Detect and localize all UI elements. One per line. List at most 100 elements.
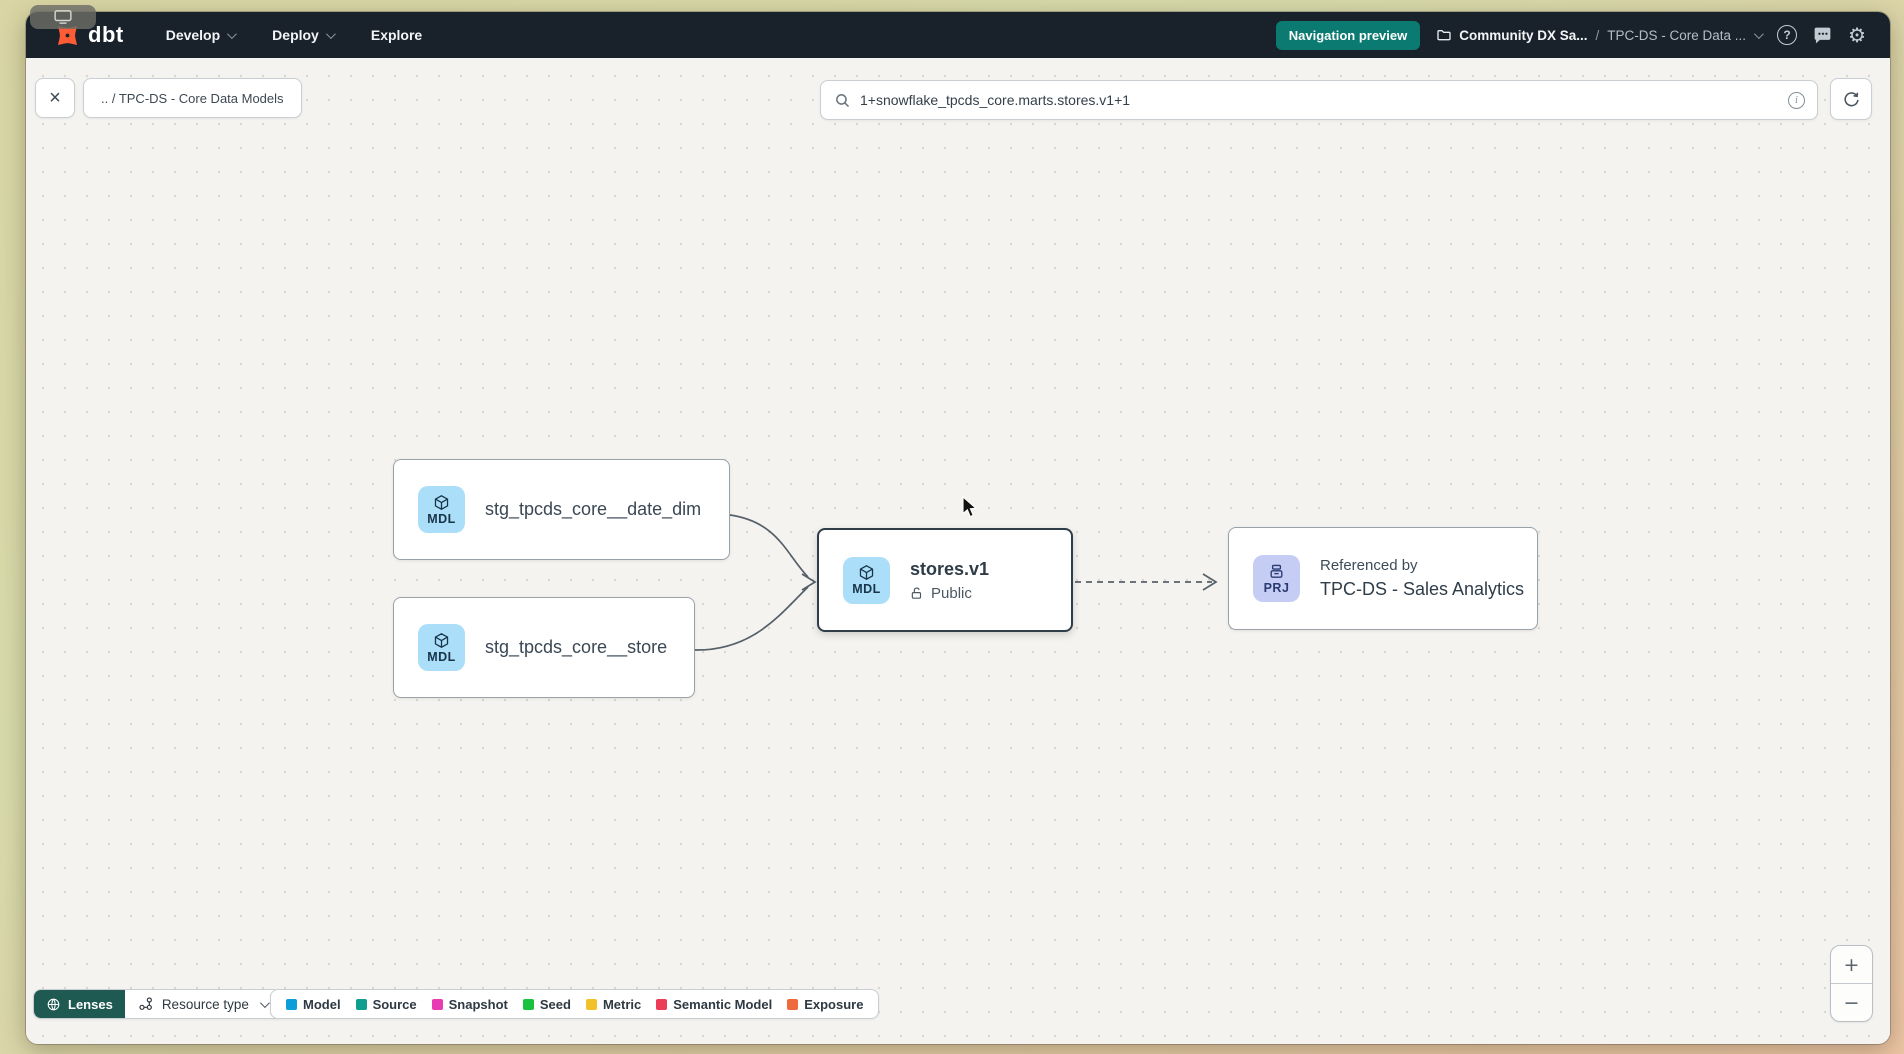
legend-swatch <box>522 998 534 1010</box>
node-stg-tpcds-core-store[interactable]: MDL stg_tpcds_core__store <box>393 597 695 698</box>
legend-item-snapshot: Snapshot <box>431 996 508 1012</box>
feedback-icon[interactable] <box>1812 25 1833 46</box>
legend-label: Exposure <box>804 996 864 1012</box>
project-badge: PRJ <box>1253 555 1300 602</box>
legend-label: Metric <box>602 996 642 1012</box>
nav-develop-label: Develop <box>165 27 221 43</box>
badge-label: MDL <box>427 511 456 526</box>
screen-icon <box>54 10 72 24</box>
info-icon[interactable]: i <box>1788 91 1805 109</box>
legend-item-model: Model <box>286 997 341 1012</box>
zoom-in-button[interactable]: + <box>1831 946 1872 983</box>
legend-label: Source <box>372 996 417 1012</box>
access-label: Public <box>931 584 972 602</box>
badge-label: MDL <box>852 582 881 596</box>
folder-icon <box>1437 30 1451 41</box>
access-row: Public <box>910 585 989 602</box>
nav-explore[interactable]: Explore <box>371 27 422 43</box>
edge-arrowhead <box>1202 573 1218 591</box>
primary-nav: Develop Deploy Explore <box>166 27 423 43</box>
lens-controls: Lenses Resource type <box>33 989 281 1019</box>
zoom-controls: + − <box>1830 945 1873 1022</box>
node-text: stores.v1 Public <box>910 559 989 602</box>
node-text: Referenced by TPC-DS - Sales Analytics <box>1320 557 1524 600</box>
legend-swatch <box>355 998 367 1010</box>
model-badge: MDL <box>843 556 890 604</box>
node-stores-v1[interactable]: MDL stores.v1 Public <box>817 528 1073 632</box>
nav-deploy[interactable]: Deploy <box>272 27 336 43</box>
resource-type-legend: Model Source Snapshot Seed Metric Semant… <box>270 989 880 1019</box>
node-referenced-by-sales-analytics[interactable]: PRJ Referenced by TPC-DS - Sales Analyti… <box>1228 527 1538 630</box>
graph-icon <box>139 997 152 1010</box>
lineage-path-chip[interactable]: .. / TPC-DS - Core Data Models <box>83 78 302 118</box>
lenses-label: Lenses <box>68 996 113 1012</box>
nav-develop[interactable]: Develop <box>165 27 238 43</box>
chevron-down-icon[interactable] <box>1754 28 1764 39</box>
lineage-canvas[interactable]: × .. / TPC-DS - Core Data Models i MDL s <box>26 58 1890 1044</box>
breadcrumb-separator: / <box>1595 27 1600 43</box>
project-selector[interactable]: TPC-DS - Core Data ... <box>1607 27 1747 43</box>
navigation-preview-badge[interactable]: Navigation preview <box>1275 20 1421 50</box>
topbar-right-cluster: Navigation preview Community DX Sa... / … <box>1275 20 1866 50</box>
model-badge: MDL <box>418 624 465 671</box>
app-window: dbt Develop Deploy Explore Navigation pr… <box>26 12 1890 1044</box>
zoom-out-button[interactable]: − <box>1831 984 1872 1021</box>
node-label: stg_tpcds_core__date_dim <box>485 499 702 519</box>
legend-swatch <box>286 998 297 1010</box>
settings-gear-icon[interactable]: ⚙ <box>1848 23 1866 47</box>
model-badge: MDL <box>418 486 465 533</box>
legend-item-source: Source <box>355 996 417 1012</box>
close-button[interactable]: × <box>35 78 75 118</box>
search-input[interactable] <box>860 92 1779 108</box>
cube-icon <box>859 565 874 580</box>
legend-swatch <box>431 998 443 1010</box>
node-label: stg_tpcds_core__store <box>485 637 668 657</box>
refresh-button[interactable] <box>1830 78 1872 120</box>
chevron-down-icon <box>325 28 336 39</box>
node-label: TPC-DS - Sales Analytics <box>1320 579 1525 599</box>
lineage-search-bar: i <box>820 80 1818 120</box>
unlock-icon <box>911 587 922 599</box>
legend-item-metric: Metric <box>585 996 642 1012</box>
node-label: stores.v1 <box>910 558 990 579</box>
divider <box>1831 983 1872 984</box>
legend-label: Model <box>303 996 341 1012</box>
legend-swatch <box>585 998 597 1010</box>
legend-item-seed: Seed <box>522 996 571 1012</box>
chevron-down-icon <box>227 28 238 39</box>
edge-store-to-stores <box>694 586 809 651</box>
stack-icon <box>1270 564 1283 578</box>
legend-label: Snapshot <box>448 996 508 1012</box>
nav-deploy-label: Deploy <box>272 27 319 43</box>
top-nav-bar: dbt Develop Deploy Explore Navigation pr… <box>26 12 1890 58</box>
node-stg-tpcds-core-date-dim[interactable]: MDL stg_tpcds_core__date_dim <box>393 459 730 560</box>
resource-type-label: Resource type <box>161 996 249 1012</box>
chevron-down-icon <box>259 997 270 1008</box>
legend-item-exposure: Exposure <box>787 997 863 1012</box>
lenses-button[interactable]: Lenses <box>34 990 125 1018</box>
edge-date-dim-to-stores <box>729 514 809 578</box>
legend-label: Seed <box>539 996 571 1012</box>
legend-swatch <box>656 998 668 1010</box>
nav-explore-label: Explore <box>370 27 423 43</box>
search-icon <box>836 93 850 107</box>
cube-icon <box>434 632 449 648</box>
account-selector[interactable]: Community DX Sa... <box>1436 27 1588 43</box>
cube-icon <box>434 494 449 510</box>
badge-label: MDL <box>427 649 456 664</box>
legend-label: Semantic Model <box>673 996 773 1012</box>
dbt-logo[interactable]: dbt <box>54 22 124 49</box>
screenshare-indicator <box>30 5 96 29</box>
legend-swatch <box>787 998 799 1010</box>
topbar-icons: ? ⚙ <box>1777 25 1866 46</box>
legend-item-semantic-model: Semantic Model <box>656 997 772 1012</box>
resource-type-dropdown[interactable]: Resource type <box>125 990 280 1018</box>
help-icon[interactable]: ? <box>1777 25 1798 45</box>
breadcrumb: Community DX Sa... / TPC-DS - Core Data … <box>1436 27 1764 43</box>
lens-icon <box>47 998 60 1010</box>
refresh-icon <box>1843 91 1859 106</box>
node-title: Referenced by <box>1320 557 1418 574</box>
account-label: Community DX Sa... <box>1459 27 1588 43</box>
edge-arrowhead <box>801 573 817 591</box>
badge-label: PRJ <box>1263 580 1290 595</box>
